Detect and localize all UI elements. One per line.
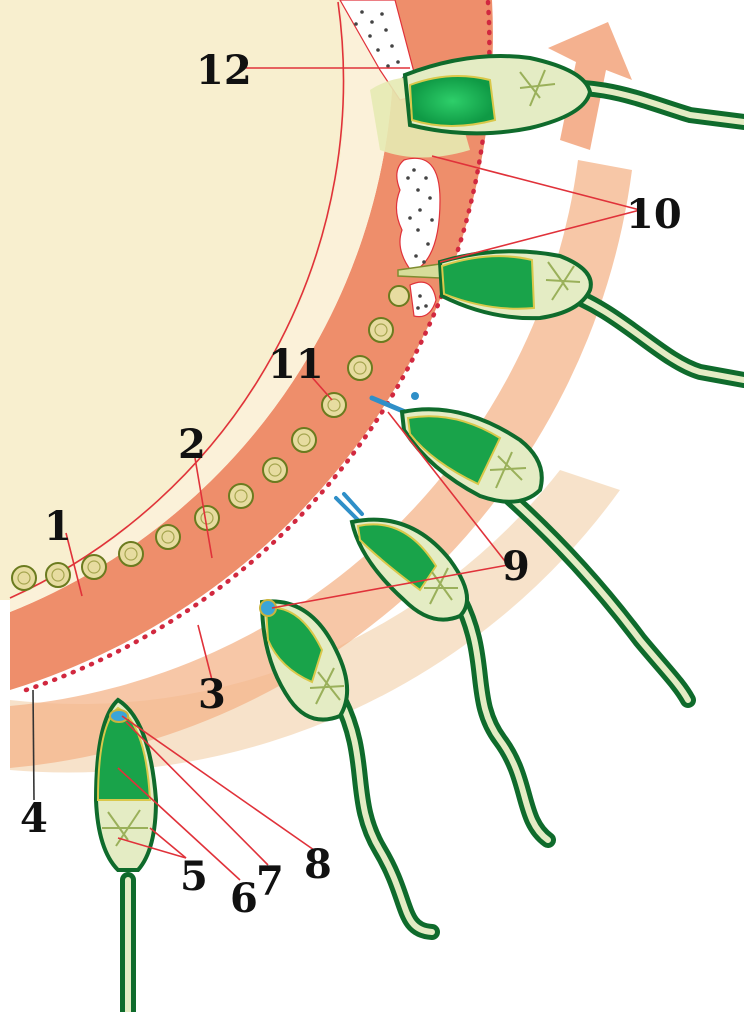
label-10: 10: [626, 191, 682, 238]
sperm-fusing: [370, 56, 744, 157]
leader-4: [33, 690, 34, 800]
cortical-granule: [156, 525, 180, 549]
label-1: 1: [44, 503, 72, 550]
cortical-granule: [229, 484, 253, 508]
label-2: 2: [178, 421, 206, 468]
acrosome-filament: [336, 494, 362, 522]
label-9: 9: [502, 543, 530, 590]
cortical-granule: [119, 542, 143, 566]
cortical-granule: [348, 356, 372, 380]
label-12: 12: [196, 47, 252, 94]
cortical-granule: [12, 566, 36, 590]
label-4: 4: [20, 795, 48, 842]
label-5: 5: [180, 853, 208, 900]
label-11: 11: [268, 341, 324, 388]
cortical-granule: [46, 563, 70, 587]
cortical-granule: [292, 428, 316, 452]
cortical-granule: [322, 393, 346, 417]
sperm-free: [96, 700, 156, 1012]
label-8: 8: [304, 841, 332, 888]
label-6: 6: [230, 875, 258, 922]
label-3: 3: [198, 671, 226, 718]
cortical-granule: [389, 286, 409, 306]
cortical-granule: [263, 458, 287, 482]
label-7: 7: [256, 858, 284, 905]
cortical-granule: [82, 555, 106, 579]
acrosome-cap: [110, 710, 128, 722]
cortical-granule: [369, 318, 393, 342]
sperm-head: [410, 76, 495, 126]
